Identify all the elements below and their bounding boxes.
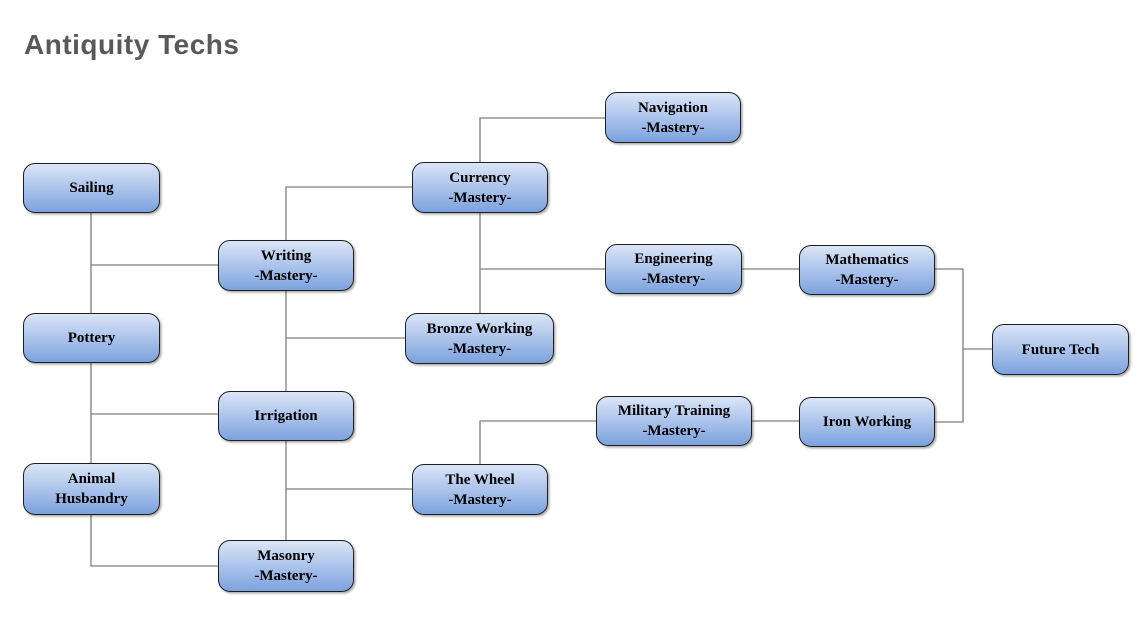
node-writing[interactable]: Writing -Mastery- (218, 240, 354, 291)
node-label: -Mastery- (642, 423, 706, 439)
node-mathematics[interactable]: Mathematics -Mastery- (799, 245, 935, 295)
node-label: Husbandry (55, 491, 128, 507)
node-currency[interactable]: Currency -Mastery- (412, 162, 548, 213)
node-the-wheel[interactable]: The Wheel -Mastery- (412, 464, 548, 515)
node-label: Military Training (617, 403, 731, 419)
connector-iron-working-to-merge (935, 349, 964, 423)
node-navigation[interactable]: Navigation -Mastery- (605, 92, 741, 143)
node-label: Bronze Working (426, 320, 533, 337)
node-label: -Mastery- (641, 119, 705, 136)
node-label: Masonry (257, 548, 315, 564)
connector-animal-husbandry-to-masonry (90, 515, 218, 567)
node-label: Iron Working (822, 414, 912, 430)
node-label: -Mastery- (254, 568, 318, 584)
node-label: Irrigation (254, 408, 318, 424)
node-label: Animal (67, 471, 116, 487)
node-label: Pottery (67, 330, 116, 346)
node-bronze-working[interactable]: Bronze Working -Mastery- (405, 313, 554, 364)
node-label: Currency (449, 169, 511, 186)
connector-mathematics-to-merge (935, 268, 964, 349)
node-label: Future Tech (1021, 341, 1100, 358)
node-label: The Wheel (445, 471, 515, 488)
node-label: Writing (260, 247, 312, 264)
node-label: -Mastery- (448, 491, 512, 508)
node-label: -Mastery- (448, 189, 512, 206)
connector-the-wheel-to-military-training (479, 420, 596, 464)
node-pottery[interactable]: Pottery (23, 313, 160, 363)
connector-currency-to-navigation (479, 117, 605, 162)
node-label: Engineering (634, 251, 713, 267)
node-irrigation[interactable]: Irrigation (218, 391, 354, 441)
node-future-tech[interactable]: Future Tech (992, 324, 1129, 375)
node-label: -Mastery- (641, 271, 706, 287)
page-title: Antiquity Techs (24, 28, 240, 60)
node-sailing[interactable]: Sailing (23, 163, 160, 213)
node-label: Navigation (637, 99, 708, 116)
node-label: -Mastery- (254, 267, 318, 284)
node-label: -Mastery- (835, 272, 899, 288)
node-engineering[interactable]: Engineering -Mastery- (605, 244, 742, 294)
node-label: Sailing (69, 180, 114, 196)
connector-writing-to-currency (285, 186, 412, 240)
node-iron-working[interactable]: Iron Working (799, 397, 935, 447)
node-military-training[interactable]: Military Training -Mastery- (596, 396, 752, 446)
node-label: Mathematics (825, 252, 909, 268)
node-label: -Mastery- (447, 340, 512, 357)
node-masonry[interactable]: Masonry -Mastery- (218, 540, 354, 592)
